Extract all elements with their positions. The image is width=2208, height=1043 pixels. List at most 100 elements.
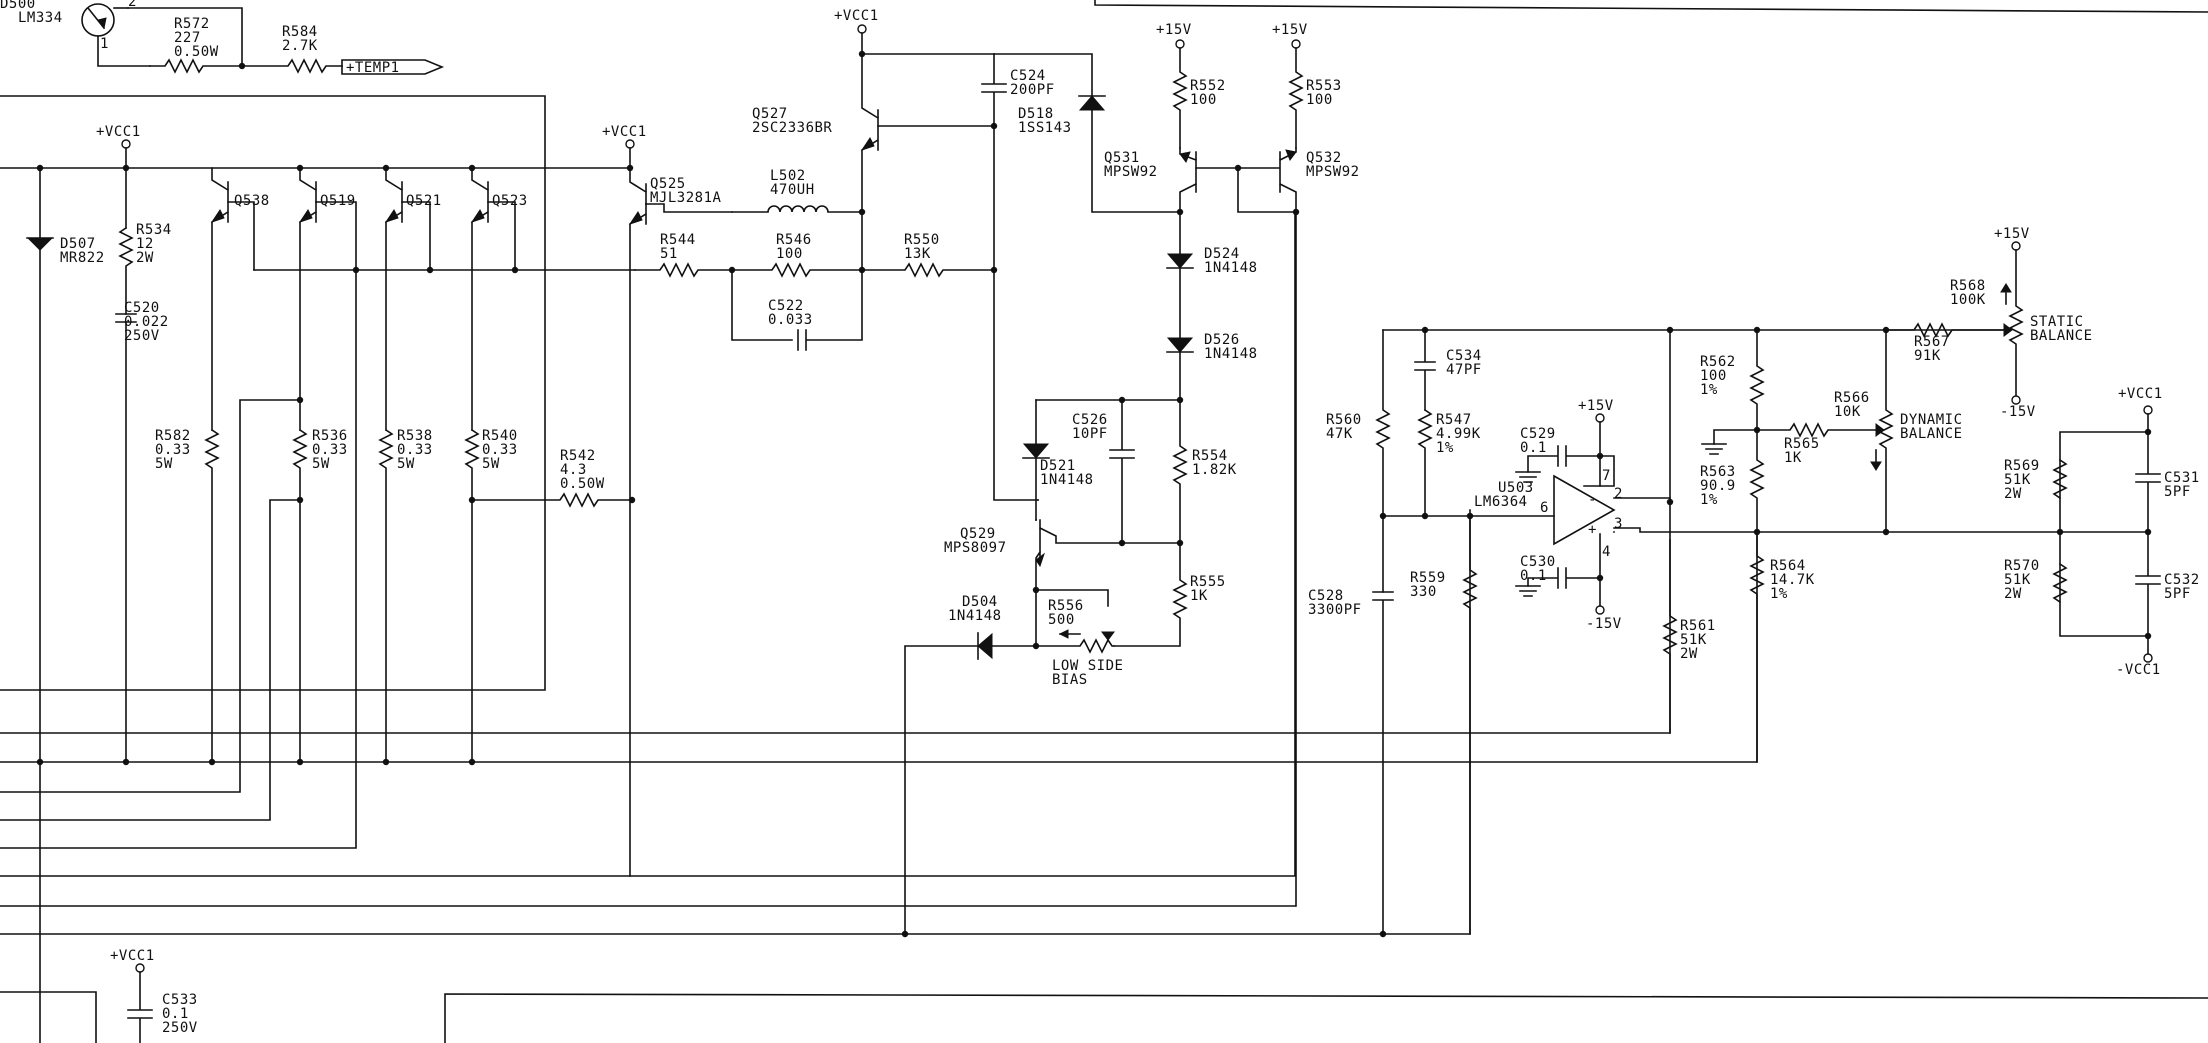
c522-capacitor: C522 0.033 — [731, 211, 863, 351]
r556-value: 500 — [1048, 612, 1075, 628]
r546-ref: R546 — [776, 232, 812, 248]
r559-resistor: R559 330 — [1410, 512, 1478, 935]
r547-tolerance: 1% — [1436, 440, 1454, 456]
c534-capacitor: C534 47PF R547 4.99K 1% — [1414, 329, 1482, 520]
vcc1-negative-label: -VCC1 — [2116, 662, 2161, 678]
d518-ref: D518 — [1018, 106, 1054, 122]
r569-value: 51K — [2004, 472, 2031, 488]
q529-ref: Q529 — [960, 526, 996, 542]
c534-value: 47PF — [1446, 362, 1482, 378]
r570-rating: 2W — [2004, 586, 2022, 602]
c531-value: 5PF — [2164, 484, 2191, 500]
r566-value: 10K — [1834, 404, 1861, 420]
low-side-bias-label-1: LOW SIDE — [1052, 658, 1123, 674]
r556-ref: R556 — [1048, 598, 1084, 614]
d524-diode: D524 1N4148 — [1166, 211, 1257, 339]
r564-value: 14.7K — [1770, 572, 1815, 588]
r547-value: 4.99K — [1436, 426, 1481, 442]
p15-label-4: +15V — [1994, 226, 2030, 242]
r565-ref: R565 — [1784, 436, 1820, 452]
low-side-bias-label-2: BIAS — [1052, 672, 1088, 688]
d507-ref: D507 — [60, 236, 96, 252]
r572-value: 227 — [174, 30, 201, 46]
r567-resistor: R567 91K — [1885, 322, 2013, 364]
r563-resistor: R563 90.9 1% — [1700, 429, 1765, 536]
r566-potentiometer: R566 10K DYNAMIC BALANCE — [1834, 329, 1962, 536]
r538-resistor: R538 0.33 5W — [378, 428, 432, 766]
r552-value: 100 — [1190, 92, 1217, 108]
d521-value: 1N4148 — [1040, 472, 1094, 488]
q523-transistor: Q523 — [470, 167, 527, 431]
c533-ref: C533 — [162, 992, 198, 1008]
u503-pin-2: 2 — [1614, 486, 1623, 502]
d507-diode-branch: D507 MR822 — [26, 164, 104, 1043]
r555-resistor: R555 1K — [1113, 542, 1225, 647]
q527-base-wire — [993, 125, 1039, 501]
r566-ref: R566 — [1834, 390, 1870, 406]
d526-diode: D526 1N4148 — [1166, 332, 1257, 404]
c528-value: 3300PF — [1308, 602, 1362, 618]
d518-diode: D518 1SS143 — [1018, 95, 1184, 216]
r546-resistor: R546 100 — [731, 232, 866, 278]
c526-ref: C526 — [1072, 412, 1108, 428]
c524-value: 200PF — [1010, 82, 1055, 98]
c528-capacitor: C528 3300PF — [1308, 588, 1394, 935]
c530-value: 0.1 — [1520, 568, 1547, 584]
c524-ref: C524 — [1010, 68, 1046, 84]
l502-inductor: L502 470UH — [645, 168, 866, 216]
vcc1-label-1: +VCC1 — [96, 124, 141, 140]
c533-value: 0.1 — [162, 1006, 189, 1022]
q532-transistor: Q532 MPSW92 — [1237, 147, 1360, 216]
lm334-temp-sensor: D500 LM334 2 1 — [0, 0, 151, 67]
r561-rating: 2W — [1680, 646, 1698, 662]
vcc1-label-4: +VCC1 — [110, 948, 155, 964]
r561-resistor: R561 51K 2W — [1662, 329, 1715, 734]
r582-ref: R582 — [155, 428, 191, 444]
r538-rating: 5W — [397, 456, 415, 472]
d500-value: LM334 — [18, 10, 63, 26]
r561-value: 51K — [1680, 632, 1707, 648]
r547-ref: R547 — [1436, 412, 1472, 428]
r536-ref: R536 — [312, 428, 348, 444]
p15-label-3: +15V — [1578, 398, 1614, 414]
r569-r570-c531-c532-network: +VCC1 -VCC1 R569 51K 2W R570 51K 2W C531… — [2004, 386, 2200, 678]
u503-pin-6: 6 — [1540, 500, 1549, 516]
r550-value: 13K — [904, 246, 931, 262]
d504-ref: D504 — [962, 594, 998, 610]
r553-ref: R553 — [1306, 78, 1342, 94]
m15-label-2: -15V — [2000, 404, 2036, 420]
q531-transistor: Q531 MPSW92 — [1104, 147, 1242, 213]
r554-value: 1.82K — [1192, 462, 1237, 478]
q538-ref: Q538 — [234, 193, 270, 209]
q529-transistor: Q529 MPS8097 — [944, 499, 1181, 594]
r552-resistor: +15V R552 100 — [1156, 22, 1225, 149]
r584-value: 2.7K — [282, 38, 318, 54]
c529-value: 0.1 — [1520, 440, 1547, 456]
c526-capacitor: C526 10PF — [1072, 399, 1135, 547]
u503-value: LM6364 — [1474, 494, 1528, 510]
c528-ref: C528 — [1308, 588, 1344, 604]
r568-ref: R568 — [1950, 278, 1986, 294]
r570-value: 51K — [2004, 572, 2031, 588]
q525-value: MJL3281A — [650, 190, 722, 206]
r584-ref: R584 — [282, 24, 318, 40]
q532-value: MPSW92 — [1306, 164, 1360, 180]
c529-capacitor: C529 0.1 — [1515, 426, 1604, 483]
q519-base-wire — [315, 201, 357, 271]
c531-ref: C531 — [2164, 470, 2200, 486]
r569-rating: 2W — [2004, 486, 2022, 502]
q525-transistor: Q525 MJL3281A — [628, 167, 722, 877]
r542-value: 4.3 — [560, 462, 587, 478]
c530-ref: C530 — [1520, 554, 1556, 570]
r544-ref: R544 — [660, 232, 696, 248]
c522-ref: C522 — [768, 298, 804, 314]
r556-potentiometer: R556 500 LOW SIDE BIAS — [1032, 589, 1123, 688]
r570-ref: R570 — [2004, 558, 2040, 574]
c520-rating: 250V — [124, 328, 160, 344]
r542-rating: 0.50W — [560, 476, 605, 492]
q521-transistor: Q521 — [384, 167, 441, 431]
c533-rating: 250V — [162, 1020, 198, 1036]
lm334-pin-1: 1 — [100, 36, 109, 52]
q538-transistor: Q538 — [210, 167, 270, 431]
